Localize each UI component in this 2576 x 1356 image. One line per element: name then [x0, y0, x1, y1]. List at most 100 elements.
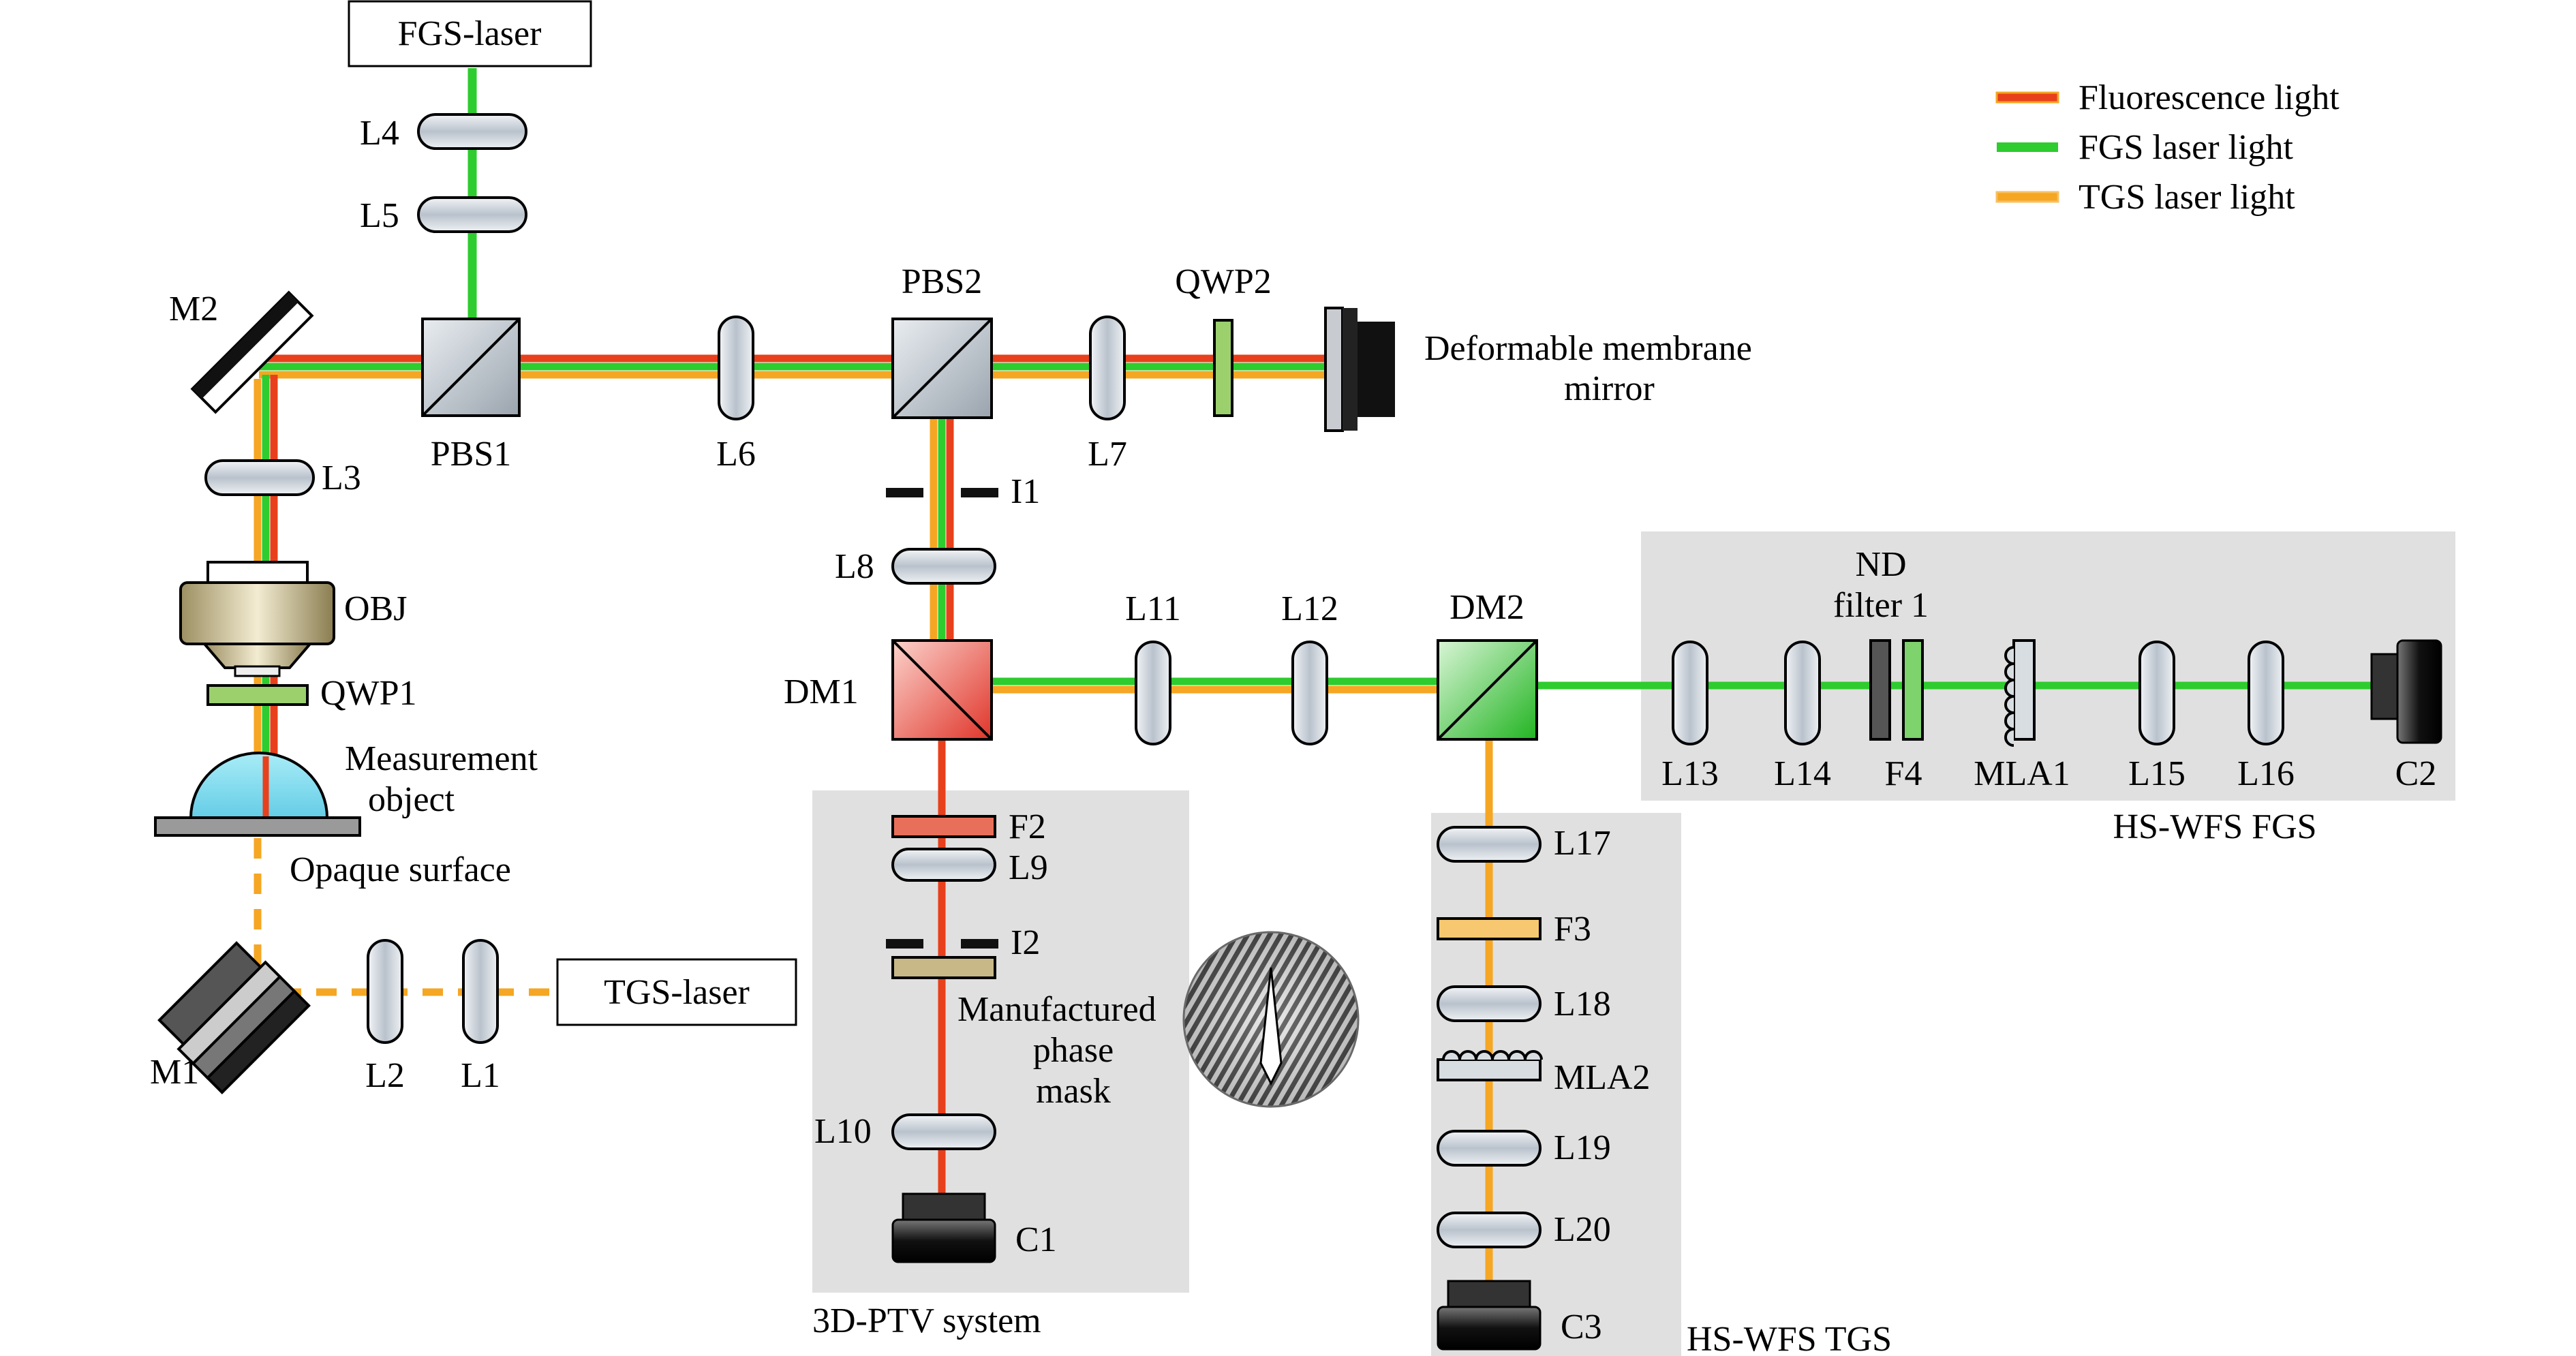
label-deformable-1: Deformable membrane — [1424, 329, 1752, 368]
label-L2: L2 — [365, 1056, 405, 1095]
lens-L20 — [1437, 1212, 1542, 1248]
label-nd-2: filter 1 — [1833, 586, 1929, 625]
label-C3: C3 — [1561, 1308, 1602, 1346]
label-L12: L12 — [1281, 589, 1338, 628]
label-L7: L7 — [1088, 435, 1127, 474]
label-L6: L6 — [716, 435, 756, 474]
label-I1: I1 — [1011, 472, 1040, 511]
lens-L10 — [891, 1113, 996, 1150]
label-hswfs-fgs: HS-WFS FGS — [2113, 807, 2316, 846]
lens-L5 — [417, 196, 527, 233]
mla2 — [1437, 1050, 1543, 1081]
label-F2: F2 — [1009, 807, 1046, 846]
label-C1: C1 — [1015, 1220, 1057, 1259]
legend-fgs: FGS laser light — [2079, 128, 2293, 167]
label-phase-3: mask — [1036, 1072, 1111, 1111]
dm1 — [891, 639, 993, 741]
filter-f3 — [1437, 917, 1542, 940]
deformable-mirror — [1324, 307, 1395, 432]
lens-L4 — [417, 113, 527, 150]
label-MLA1: MLA1 — [1974, 754, 2070, 793]
lens-L12 — [1291, 641, 1328, 745]
label-L16: L16 — [2237, 754, 2295, 793]
lens-L16 — [2248, 641, 2284, 745]
label-MLA2: MLA2 — [1554, 1058, 1651, 1097]
lens-L8 — [891, 548, 996, 585]
label-L14: L14 — [1774, 754, 1831, 793]
lens-L17 — [1437, 826, 1542, 863]
lens-L6 — [718, 315, 754, 420]
iris-i2 — [886, 939, 998, 949]
label-measurement-1: Measurement — [345, 739, 538, 778]
label-L15: L15 — [2128, 754, 2186, 793]
phase-mask-plate — [891, 956, 996, 979]
camera-c2 — [2370, 639, 2442, 744]
legend: Fluorescence light FGS laser light TGS l… — [1995, 78, 2340, 217]
label-nd-1: ND — [1855, 545, 1906, 584]
label-opaque: Opaque surface — [290, 850, 511, 889]
mirror-m1 — [157, 941, 311, 1094]
label-L13: L13 — [1661, 754, 1719, 793]
lens-L13 — [1672, 641, 1708, 745]
label-L17: L17 — [1554, 824, 1611, 863]
pbs2 — [891, 318, 993, 419]
label-L5: L5 — [360, 196, 399, 235]
legend-fluorescence: Fluorescence light — [2079, 78, 2340, 117]
label-measurement-2: object — [368, 780, 455, 819]
lens-L15 — [2138, 641, 2175, 745]
tgs-laser-label: TGS-laser — [604, 973, 750, 1012]
lens-L1 — [462, 939, 499, 1044]
label-L18: L18 — [1554, 985, 1611, 1023]
label-PBS1: PBS1 — [431, 435, 512, 474]
filter-f4 — [1869, 639, 1924, 741]
label-L8: L8 — [835, 547, 874, 586]
mla1 — [2004, 639, 2036, 747]
label-L11: L11 — [1125, 589, 1181, 628]
lens-L2 — [367, 939, 403, 1044]
label-QWP1: QWP1 — [320, 674, 417, 713]
label-L4: L4 — [360, 114, 399, 153]
label-I2: I2 — [1011, 923, 1040, 962]
lens-L14 — [1784, 641, 1821, 745]
label-M1: M1 — [150, 1053, 199, 1092]
label-phase-2: phase — [1033, 1031, 1114, 1070]
label-L9: L9 — [1009, 848, 1048, 887]
label-phase-1: Manufactured — [957, 990, 1156, 1029]
lens-L3 — [204, 459, 315, 496]
mirror-m2 — [190, 290, 314, 414]
label-C2: C2 — [2395, 754, 2437, 793]
tgs-laser-box — [556, 958, 797, 1026]
label-L19: L19 — [1554, 1128, 1611, 1167]
label-deformable-2: mirror — [1564, 369, 1655, 408]
label-3d-ptv-system: 3D-PTV system — [812, 1301, 1041, 1340]
dm2 — [1437, 639, 1538, 741]
label-DM1: DM1 — [784, 673, 859, 711]
opaque-surface — [154, 816, 361, 837]
camera-c1 — [891, 1192, 996, 1263]
panel-3d-ptv — [812, 790, 1189, 1293]
label-PBS2: PBS2 — [902, 262, 983, 301]
label-F4: F4 — [1885, 754, 1922, 793]
fgs-laser-box — [348, 0, 592, 67]
objective-obj — [179, 561, 335, 677]
pbs1 — [421, 318, 521, 417]
lens-L7 — [1089, 315, 1126, 420]
filter-f2 — [891, 815, 996, 838]
label-L10: L10 — [814, 1112, 872, 1151]
legend-tgs: TGS laser light — [2079, 178, 2295, 217]
qwp1 — [206, 684, 309, 706]
label-DM2: DM2 — [1450, 588, 1524, 627]
lens-L11 — [1135, 641, 1171, 745]
iris-i1 — [886, 488, 998, 497]
lens-L19 — [1437, 1130, 1542, 1167]
lens-L18 — [1437, 985, 1542, 1022]
label-L3: L3 — [322, 459, 361, 497]
label-OBJ: OBJ — [344, 589, 407, 628]
measurement-dome — [189, 752, 329, 819]
label-hswfs-tgs: HS-WFS TGS — [1687, 1320, 1892, 1356]
lens-L9 — [891, 848, 996, 882]
label-F3: F3 — [1554, 910, 1591, 949]
label-L1: L1 — [461, 1056, 500, 1095]
label-M2: M2 — [169, 290, 218, 328]
